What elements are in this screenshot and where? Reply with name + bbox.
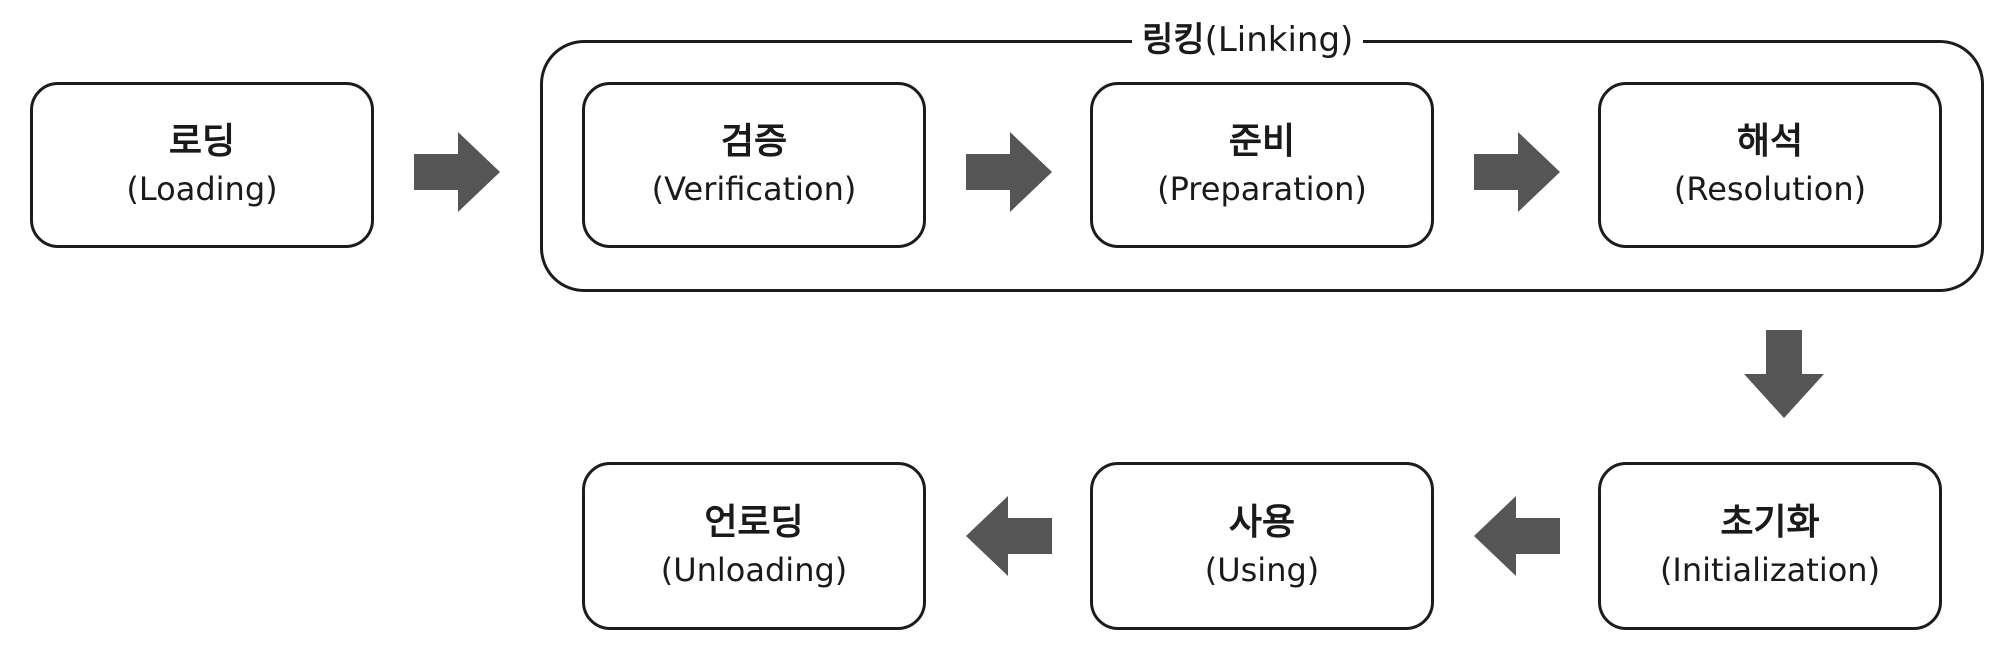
linking-title-ko: 링킹 <box>1142 20 1205 60</box>
using-box: 사용 (Using) <box>1090 462 1434 630</box>
unloading-label-ko: 언로딩 <box>704 502 804 543</box>
arrow-left-icon-initialization-using <box>1474 496 1560 576</box>
loading-label-ko: 로딩 <box>168 121 236 162</box>
resolution-box: 해석 (Resolution) <box>1598 82 1942 248</box>
arrow-right-icon-verification-preparation <box>966 132 1052 212</box>
arrow-down-icon-resolution-initialization <box>1744 330 1824 418</box>
verification-label-en: (Verification) <box>651 170 857 208</box>
arrow-right-icon-preparation-resolution <box>1474 132 1560 212</box>
resolution-label-ko: 해석 <box>1736 121 1804 162</box>
linking-group-title: 링킹(Linking) <box>1132 17 1364 63</box>
verification-label-ko: 검증 <box>720 121 788 162</box>
loading-box: 로딩 (Loading) <box>30 82 374 248</box>
arrow-left-icon-using-unloading <box>966 496 1052 576</box>
preparation-box: 준비 (Preparation) <box>1090 82 1434 248</box>
using-label-en: (Using) <box>1204 551 1320 589</box>
initialization-label-ko: 초기화 <box>1720 502 1820 543</box>
using-label-ko: 사용 <box>1228 502 1296 543</box>
initialization-label-en: (Initialization) <box>1659 551 1881 589</box>
initialization-box: 초기화 (Initialization) <box>1598 462 1942 630</box>
unloading-label-en: (Unloading) <box>660 551 848 589</box>
verification-box: 검증 (Verification) <box>582 82 926 248</box>
unloading-box: 언로딩 (Unloading) <box>582 462 926 630</box>
arrow-right-icon-loading-verification <box>414 132 500 212</box>
preparation-label-en: (Preparation) <box>1157 170 1367 208</box>
linking-title-en: (Linking) <box>1204 20 1354 60</box>
resolution-label-en: (Resolution) <box>1673 170 1867 208</box>
loading-label-en: (Loading) <box>126 170 278 208</box>
preparation-label-ko: 준비 <box>1228 121 1296 162</box>
